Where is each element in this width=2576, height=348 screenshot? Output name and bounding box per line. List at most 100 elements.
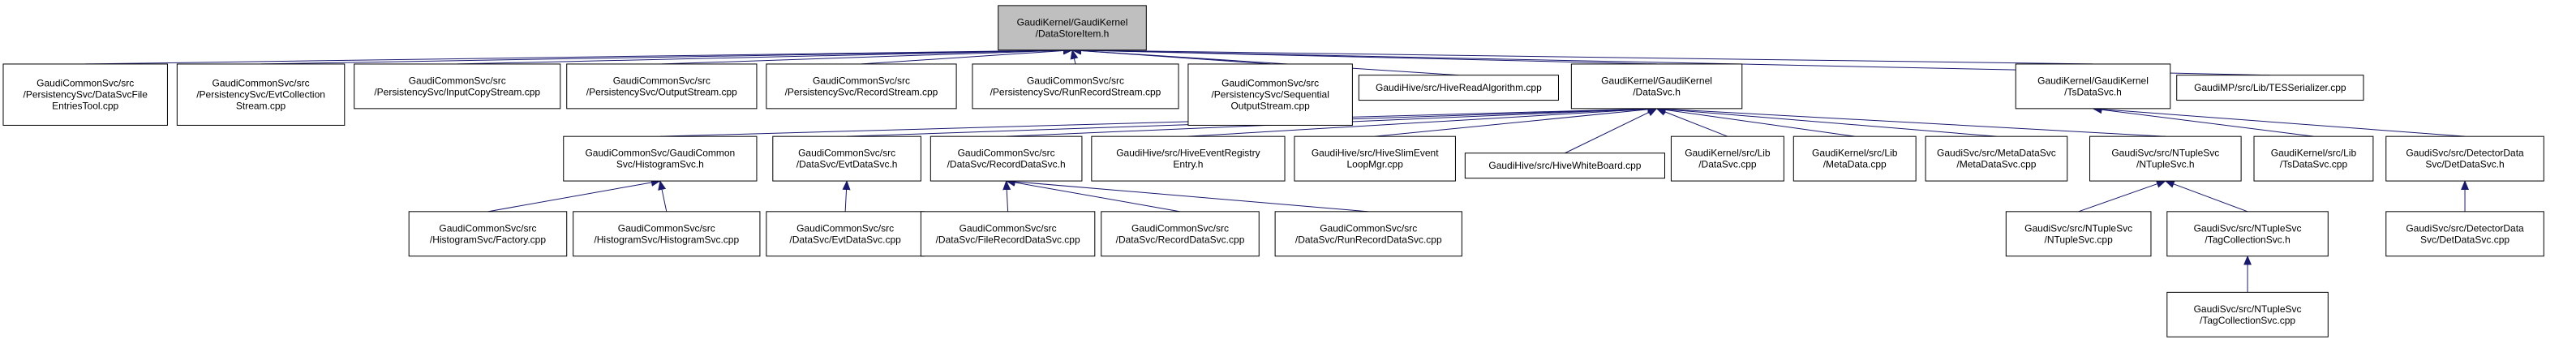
node-label-line: /DataSvc/EvtDataSvc.h (796, 159, 898, 170)
node-label-line: /PersistencySvc/DataSvcFile (24, 89, 148, 101)
file-node-n26[interactable]: GaudiCommonSvc/src/DataSvc/EvtDataSvc.cp… (766, 211, 925, 257)
file-node-n28[interactable]: GaudiCommonSvc/src/DataSvc/RecordDataSvc… (1101, 211, 1260, 257)
node-label-line: GaudiCommonSvc/src (798, 148, 895, 159)
file-node-n6[interactable]: GaudiCommonSvc/src/PersistencySvc/RunRec… (972, 63, 1179, 110)
file-node-n17[interactable]: GaudiHive/src/HiveWhiteBoard.cpp (1464, 153, 1665, 179)
edge-n18-to-n9 (1655, 108, 1728, 137)
node-label-line: GaudiCommonSvc/src (1320, 222, 1417, 234)
file-node-n18[interactable]: GaudiKernel/src/Lib/DataSvc.cpp (1670, 135, 1784, 182)
node-box (766, 63, 957, 110)
node-label-line: /PersistencySvc/EvtCollection (196, 89, 325, 101)
nodes: GaudiKernel/GaudiKernel/DataStoreItem.hG… (2, 5, 2544, 337)
edge-n20-to-n9 (1655, 105, 1997, 137)
node-label-line: GaudiSvc/src/DetectorData (2406, 148, 2524, 159)
file-node-n9[interactable]: GaudiKernel/GaudiKernel/DataSvc.h (1570, 63, 1743, 110)
file-node-n30[interactable]: GaudiSvc/src/NTupleSvc/NTupleSvc.cpp (2005, 211, 2152, 257)
edge-n27-to-n14 (1002, 180, 1011, 212)
edge-n12-to-n9 (659, 105, 1658, 137)
edge-n31-to-n21 (2164, 180, 2248, 213)
node-label-line: GaudiKernel/src/Lib (2271, 148, 2357, 159)
edge-n22-to-n10 (2092, 105, 2314, 137)
node-box (1358, 75, 1559, 101)
file-node-n29[interactable]: GaudiCommonSvc/src/DataSvc/RunRecordData… (1274, 211, 1462, 257)
node-label-line: EntriesTool.cpp (52, 101, 118, 112)
file-node-n2[interactable]: GaudiCommonSvc/src/PersistencySvc/EvtCol… (176, 63, 346, 126)
edge-n28-to-n14 (1005, 178, 1181, 213)
file-node-n8[interactable]: GaudiHive/src/HiveReadAlgorithm.cpp (1358, 75, 1559, 101)
node-label-line: /HistogramSvc/Factory.cpp (430, 234, 546, 245)
edge-n23-to-n10 (2092, 105, 2466, 137)
node-box (566, 63, 758, 110)
edge-n15-to-n9 (1187, 105, 1658, 137)
node-label-line: /PersistencySvc/OutputStream.cpp (586, 86, 737, 97)
node-label-line: Entry.h (1173, 159, 1203, 170)
edge-n24-to-n12 (487, 178, 661, 213)
node-label-line: GaudiKernel/GaudiKernel (1017, 16, 1128, 28)
file-node-n27[interactable]: GaudiCommonSvc/src/DataSvc/FileRecordDat… (920, 211, 1096, 257)
node-label-line: GaudiSvc/src/NTupleSvc (2194, 222, 2302, 234)
node-label-line: /DataSvc/RecordDataSvc.cpp (1116, 234, 1245, 245)
file-node-n32[interactable]: GaudiSvc/src/DetectorDataSvc/DetDataSvc.… (2385, 211, 2544, 257)
node-box (1294, 135, 1456, 182)
file-node-n10[interactable]: GaudiKernel/GaudiKernel/TsDataSvc.h (2015, 63, 2171, 110)
node-label-line: Svc/DetDataSvc.cpp (2420, 234, 2509, 245)
file-node-n23[interactable]: GaudiSvc/src/DetectorDataSvc/DetDataSvc.… (2385, 135, 2544, 182)
node-label-line: GaudiCommonSvc/src (618, 222, 715, 234)
file-node-n1[interactable]: GaudiCommonSvc/src/PersistencySvc/DataSv… (2, 63, 168, 126)
file-node-n3[interactable]: GaudiCommonSvc/src/PersistencySvc/InputC… (354, 63, 561, 110)
node-box (972, 63, 1179, 110)
node-label-line: GaudiHive/src/HiveReadAlgorithm.cpp (1376, 82, 1542, 93)
node-label-line: GaudiCommonSvc/src (36, 78, 134, 89)
node-label-line: GaudiKernel/GaudiKernel (2037, 75, 2149, 86)
file-node-n13[interactable]: GaudiCommonSvc/src/DataSvc/EvtDataSvc.h (772, 135, 921, 182)
node-label-line: GaudiSvc/src/NTupleSvc (2024, 222, 2132, 234)
node-label-line: GaudiCommonSvc/src (1221, 78, 1319, 89)
node-label-line: Stream.cpp (236, 101, 286, 112)
edge-n4-to-root (661, 46, 1074, 65)
node-label-line: GaudiCommonSvc/src (1131, 222, 1229, 234)
root-node[interactable]: GaudiKernel/GaudiKernel/DataStoreItem.h (998, 5, 1147, 51)
file-node-n11[interactable]: GaudiMP/src/Lib/TESSerializer.cpp (2176, 75, 2364, 101)
node-label-line: GaudiCommonSvc/src (613, 75, 711, 86)
file-node-n14[interactable]: GaudiCommonSvc/src/DataSvc/RecordDataSvc… (930, 135, 1083, 182)
file-node-n33[interactable]: GaudiSvc/src/NTupleSvc/TagCollectionSvc.… (2166, 291, 2329, 337)
edge-n8-to-root (1071, 46, 1459, 76)
node-box (408, 211, 568, 257)
file-node-n22[interactable]: GaudiKernel/src/Lib/TsDataSvc.cpp (2253, 135, 2374, 182)
file-node-n5[interactable]: GaudiCommonSvc/src/PersistencySvc/Record… (766, 63, 957, 110)
node-label-line: GaudiSvc/src/DetectorData (2406, 222, 2524, 234)
node-box (1670, 135, 1784, 182)
node-label-line: GaudiCommonSvc/src (958, 148, 1055, 159)
node-label-line: /MetaDataSvc.cpp (1956, 159, 2036, 170)
node-box (354, 63, 561, 110)
node-box (920, 211, 1096, 257)
node-label-line: GaudiSvc/src/MetaDataSvc (1937, 148, 2056, 159)
file-node-n31[interactable]: GaudiSvc/src/NTupleSvc/TagCollectionSvc.… (2166, 211, 2329, 257)
node-label-line: /PersistencySvc/RecordStream.cpp (785, 86, 938, 97)
file-node-n20[interactable]: GaudiSvc/src/MetaDataSvc/MetaDataSvc.cpp (1925, 135, 2068, 182)
edge-n3-to-root (457, 46, 1074, 65)
file-node-n24[interactable]: GaudiCommonSvc/src/HistogramSvc/Factory.… (408, 211, 568, 257)
file-node-n21[interactable]: GaudiSvc/src/NTupleSvc/NTupleSvc.h (2089, 135, 2242, 182)
file-node-n12[interactable]: GaudiCommonSvc/GaudiCommonSvc/HistogramS… (563, 135, 758, 182)
edge-n30-to-n21 (2078, 180, 2166, 213)
node-label-line: /DataSvc.h (1633, 86, 1681, 97)
node-box (1091, 135, 1286, 182)
node-box (2385, 135, 2544, 182)
node-box (573, 211, 761, 257)
edge-n17-to-n9 (1565, 108, 1658, 154)
node-label-line: OutputStream.cpp (1230, 101, 1310, 112)
file-node-n25[interactable]: GaudiCommonSvc/src/HistogramSvc/Histogra… (573, 211, 761, 257)
file-node-n4[interactable]: GaudiCommonSvc/src/PersistencySvc/Output… (566, 63, 758, 110)
file-node-n19[interactable]: GaudiKernel/src/Lib/MetaData.cpp (1792, 135, 1917, 182)
node-box (1274, 211, 1462, 257)
node-label-line: /TagCollectionSvc.h (2205, 234, 2290, 245)
node-label-line: GaudiSvc/src/NTupleSvc (2194, 303, 2302, 315)
node-label-line: GaudiKernel/src/Lib (1812, 148, 1898, 159)
file-node-n7[interactable]: GaudiCommonSvc/src/PersistencySvc/Sequen… (1187, 63, 1353, 126)
node-label-line: /HistogramSvc/HistogramSvc.cpp (594, 234, 739, 245)
node-box (1925, 135, 2068, 182)
